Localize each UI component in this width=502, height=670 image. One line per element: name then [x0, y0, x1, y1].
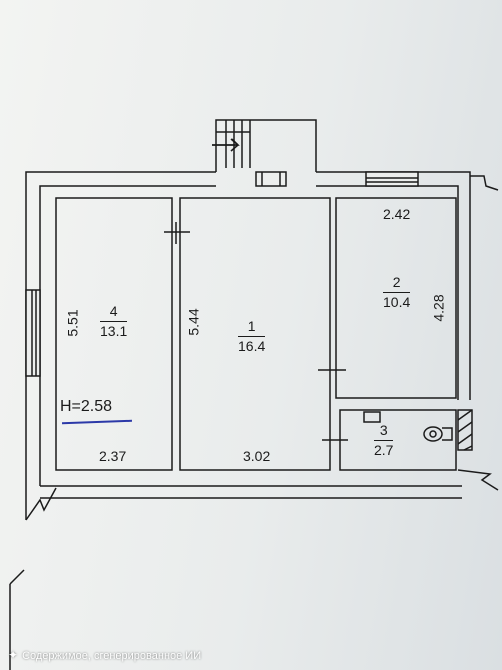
- room-2-area: 10.4: [383, 294, 411, 310]
- room-2-label: 2 10.4: [383, 274, 411, 311]
- break-top-right: [470, 175, 499, 191]
- room-1-number: 1: [238, 318, 266, 337]
- break-right: [457, 469, 499, 491]
- room-4-area: 13.1: [100, 323, 128, 339]
- room-3-label: 3 2.7: [374, 422, 394, 459]
- room-4-outline: [55, 197, 173, 471]
- room-1-label: 1 16.4: [238, 318, 266, 355]
- room-3-number: 3: [374, 422, 394, 441]
- window-left: [25, 289, 41, 377]
- page-corner-mark: [9, 569, 25, 585]
- room-1-width: 3.02: [243, 448, 271, 464]
- room-2-number: 2: [383, 274, 411, 293]
- room-4-label: 4 13.1: [100, 303, 128, 340]
- ceiling-height-note: H=2.58: [60, 398, 113, 415]
- room-2-outline: [335, 197, 457, 399]
- outer-wall: [25, 171, 216, 520]
- room-1-outline: [179, 197, 331, 471]
- entrance-landing: [215, 119, 317, 172]
- sparkle-icon: ✦: [8, 648, 19, 662]
- footer-text: Содержимое, сгенерированное ИИ: [22, 650, 202, 662]
- room-1-area: 16.4: [238, 338, 266, 354]
- outer-wall-inner-right: [316, 185, 459, 400]
- window-top-center: [255, 171, 287, 187]
- room-4-number: 4: [100, 303, 128, 322]
- toilet: [423, 426, 453, 442]
- room-4-width: 2.37: [99, 448, 127, 464]
- ai-generated-footer: ✦Содержимое, сгенерированное ИИ: [8, 648, 201, 662]
- room-2-length: 4.28: [430, 294, 447, 322]
- outer-wall-inner: [39, 185, 216, 486]
- break-left: [25, 487, 57, 521]
- room-4-length: 5.51: [64, 309, 81, 337]
- room-1-length: 5.44: [185, 308, 202, 336]
- room-3-area: 2.7: [374, 442, 394, 458]
- sink: [363, 411, 381, 423]
- window-top-right: [365, 171, 419, 187]
- room-2-width: 2.42: [383, 206, 411, 222]
